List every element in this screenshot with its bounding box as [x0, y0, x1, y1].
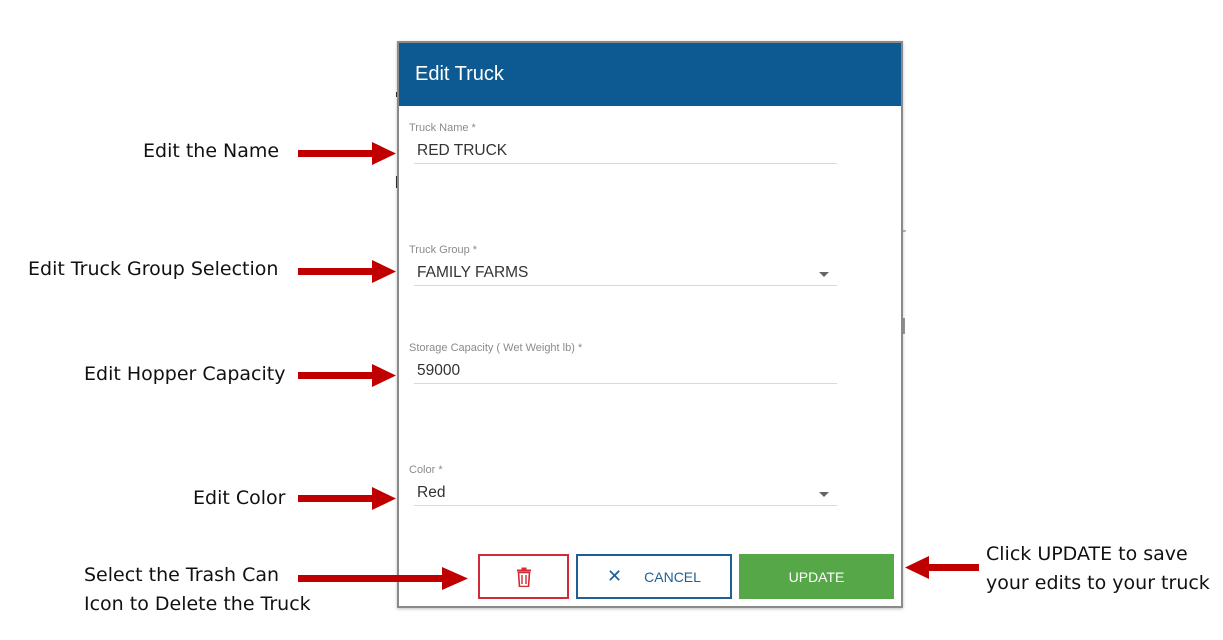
update-button[interactable]: UPDATE [739, 554, 894, 599]
annotation-update-line2: your edits to your truck [986, 572, 1210, 594]
truck-group-value[interactable]: FAMILY FARMS [417, 264, 529, 281]
color-value[interactable]: Red [417, 484, 446, 501]
close-icon: ✕ [607, 565, 623, 587]
arrow-right-icon [298, 487, 396, 510]
trash-can-icon [516, 567, 531, 587]
truck-name-field[interactable]: Truck Name * RED TRUCK [409, 122, 837, 170]
storage-capacity-label: Storage Capacity ( Wet Weight lb) * [409, 342, 583, 354]
update-button-label: UPDATE [788, 568, 845, 585]
truck-name-underline [414, 163, 837, 164]
arrow-right-icon [298, 260, 396, 283]
truck-name-input[interactable]: RED TRUCK [417, 142, 508, 159]
edit-truck-dialog: Edit Truck Truck Name * RED TRUCK Truck … [397, 41, 903, 608]
delete-truck-button[interactable] [478, 554, 569, 599]
arrow-right-icon [298, 142, 396, 165]
chevron-down-icon[interactable] [819, 272, 829, 277]
arrow-left-icon [905, 556, 979, 579]
truck-name-label: Truck Name * [409, 122, 476, 134]
annotation-delete-line2: Icon to Delete the Truck [84, 593, 311, 615]
storage-capacity-field[interactable]: Storage Capacity ( Wet Weight lb) * 5900… [409, 342, 837, 390]
annotation-edit-color: Edit Color [193, 487, 286, 509]
color-select[interactable]: Color * Red [409, 464, 837, 512]
annotation-update-line1: Click UPDATE to save [986, 543, 1188, 565]
background-fragment [903, 230, 906, 232]
annotation-edit-name: Edit the Name [143, 140, 280, 162]
background-fragment [903, 318, 905, 334]
dialog-header: Edit Truck [399, 43, 901, 106]
arrow-right-icon [298, 364, 396, 387]
annotation-delete-line1: Select the Trash Can [84, 564, 280, 586]
color-underline [414, 505, 837, 506]
color-label: Color * [409, 464, 443, 476]
dialog-title: Edit Truck [415, 63, 504, 85]
truck-group-underline [414, 285, 837, 286]
truck-group-label: Truck Group * [409, 244, 478, 256]
cancel-button[interactable]: ✕ CANCEL [576, 554, 732, 599]
storage-capacity-underline [414, 383, 837, 384]
annotation-edit-group: Edit Truck Group Selection [28, 258, 279, 280]
chevron-down-icon[interactable] [819, 492, 829, 497]
storage-capacity-input[interactable]: 59000 [417, 362, 461, 379]
truck-group-select[interactable]: Truck Group * FAMILY FARMS [409, 244, 837, 292]
cancel-button-label: CANCEL [644, 568, 701, 585]
arrow-right-icon [298, 567, 468, 590]
annotation-edit-capacity: Edit Hopper Capacity [84, 363, 286, 385]
